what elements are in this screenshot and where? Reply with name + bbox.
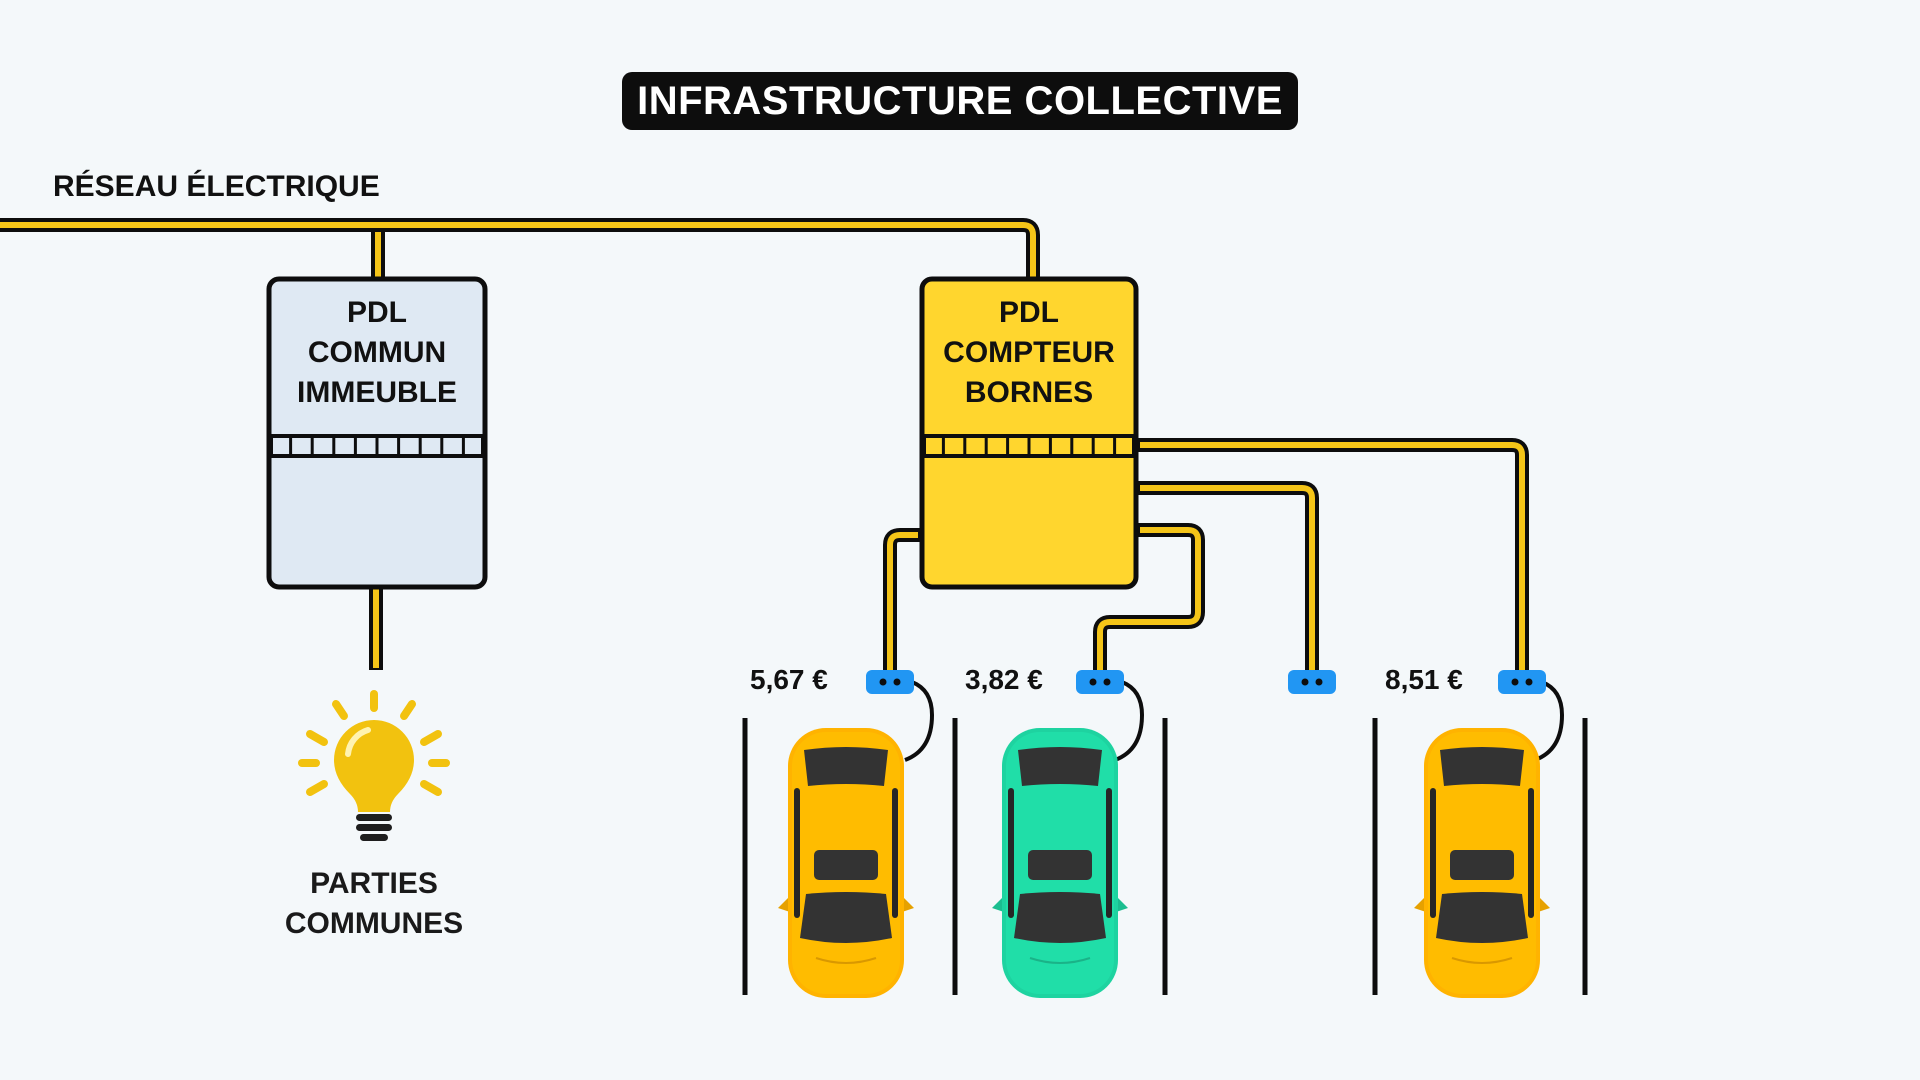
- charging-cable: [904, 680, 935, 762]
- wire-spot-3: [1136, 481, 1319, 672]
- charging-cables: [904, 680, 1565, 762]
- charging-socket-icon: [866, 670, 914, 694]
- parking-lines: [742, 718, 1588, 995]
- label-line: COMPTEUR: [943, 336, 1115, 369]
- car-icon: [1414, 728, 1550, 998]
- charging-socket-icon: [1076, 670, 1124, 694]
- sockets: [866, 670, 1546, 694]
- title-text: INFRASTRUCTURE COLLECTIVE: [637, 78, 1283, 123]
- price-spot-4: 8,51 €: [1385, 664, 1463, 695]
- label-line: PDL: [347, 296, 407, 329]
- label-line: BORNES: [964, 376, 1094, 409]
- common-areas-caption: PARTIES COMMUNES: [254, 864, 494, 944]
- charging-socket-icon: [1288, 670, 1336, 694]
- title-banner: INFRASTRUCTURE COLLECTIVE: [622, 72, 1298, 130]
- price-spot-1: 5,67 €: [750, 664, 828, 695]
- price-spot-2: 3,82 €: [965, 664, 1043, 695]
- wire-main-grid: [0, 218, 1040, 280]
- caption-line: PARTIES: [310, 867, 438, 900]
- charging-cable: [1114, 680, 1145, 762]
- meter-charging: [919, 276, 1139, 590]
- car-icon: [778, 728, 914, 998]
- network-label: RÉSEAU ÉLECTRIQUE: [53, 170, 380, 203]
- cars: [778, 728, 1550, 998]
- meter-common-label: PDL COMMUN IMMEUBLE: [269, 293, 485, 413]
- label-line: COMMUN: [307, 336, 447, 369]
- meter-charging-label: PDL COMPTEUR BORNES: [922, 293, 1136, 413]
- meter-terminal-strip: [922, 434, 1136, 458]
- meter-common: [266, 276, 488, 590]
- wire-spot-1: [883, 528, 922, 672]
- car-icon: [992, 728, 1128, 998]
- lightbulb-icon: [298, 690, 450, 841]
- meter-terminal-strip: [269, 434, 485, 458]
- charging-cable: [1534, 680, 1565, 762]
- label-line: IMMEUBLE: [297, 376, 457, 409]
- charging-socket-icon: [1498, 670, 1546, 694]
- label-line: PDL: [999, 296, 1059, 329]
- caption-line: COMMUNES: [284, 907, 464, 940]
- wires: [0, 218, 1529, 672]
